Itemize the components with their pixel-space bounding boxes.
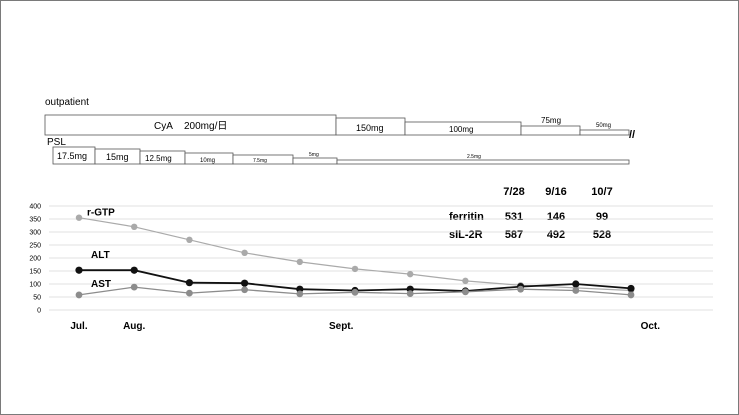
psl-dose-17-5: 17.5mg	[57, 151, 87, 161]
data-point-ast	[406, 290, 414, 298]
lab-row-name-ferritin: ferritin	[449, 211, 484, 223]
x-tick-label: Sept.	[329, 321, 354, 332]
data-point-rgtp	[296, 258, 303, 266]
chart-series	[75, 214, 635, 299]
x-tick-label: Aug.	[123, 321, 145, 332]
psl-dose-5: 5mg	[309, 152, 319, 158]
data-point-ast	[296, 290, 304, 298]
lab-table: 7/28 9/16 10/7 ferritin 531 146 99 sIL-2…	[449, 186, 613, 241]
y-tick-label: 200	[29, 256, 41, 263]
y-tick-label: 350	[29, 217, 41, 224]
data-point-alt	[241, 279, 249, 287]
series-label-rgtp: r-GTP	[87, 208, 115, 219]
data-point-rgtp	[241, 249, 248, 256]
y-axis-ticks: 0 50 100 150 200 250 300 350 400	[29, 204, 41, 315]
data-point-ast	[130, 283, 138, 291]
series-label-alt: ALT	[91, 250, 110, 261]
data-point-alt	[572, 280, 580, 288]
data-point-ast	[462, 288, 469, 296]
psl-dose-12-5: 12.5mg	[145, 154, 172, 163]
data-point-ast	[351, 288, 359, 296]
lab-cell: 492	[547, 229, 565, 241]
y-tick-label: 100	[29, 282, 41, 289]
break-mark: //	[629, 129, 635, 141]
outpatient-label: outpatient	[45, 97, 89, 108]
lab-col-header: 10/7	[591, 186, 612, 198]
lab-cell: 99	[596, 211, 608, 223]
y-tick-label: 50	[33, 295, 41, 302]
data-point-alt	[75, 266, 83, 274]
y-tick-label: 0	[37, 308, 41, 315]
lab-cell: 587	[505, 229, 523, 241]
y-tick-label: 400	[29, 204, 41, 211]
cya-bar-50	[579, 129, 630, 136]
y-tick-label: 300	[29, 230, 41, 237]
data-point-rgtp	[75, 214, 83, 221]
psl-dose-7-5: 7.5mg	[253, 158, 267, 164]
psl-dose-10: 10mg	[200, 158, 215, 164]
data-point-ast	[186, 289, 193, 297]
cya-dose-200: 200mg/日	[184, 121, 227, 132]
psl-bar-5	[292, 157, 338, 165]
psl-dose-2-5: 2.5mg	[467, 154, 481, 160]
lab-cell: 528	[593, 229, 611, 241]
lab-col-header: 7/28	[503, 186, 524, 198]
psl-label: PSL	[47, 137, 66, 148]
cya-label: CyA	[154, 121, 173, 132]
data-point-rgtp	[131, 223, 138, 230]
cya-dose-track: CyA 200mg/日 150mg 100mg 75mg 50mg //	[44, 114, 635, 141]
data-point-rgtp	[407, 270, 414, 278]
lab-cell: 146	[547, 211, 565, 223]
lab-col-header: 9/16	[545, 186, 566, 198]
data-point-ast	[572, 287, 580, 294]
x-tick-label: Oct.	[641, 321, 661, 332]
cya-dose-100: 100mg	[449, 125, 473, 134]
x-axis-ticks: Jul. Aug. Sept. Oct.	[70, 321, 660, 332]
series-label-ast: AST	[91, 279, 111, 290]
data-point-alt	[627, 284, 635, 293]
chart-gridlines	[49, 205, 713, 311]
y-tick-label: 250	[29, 243, 41, 250]
data-point-ast	[241, 286, 249, 294]
data-point-alt	[185, 279, 193, 287]
data-point-rgtp	[186, 236, 193, 243]
x-tick-label: Jul.	[70, 321, 87, 332]
cya-dose-75: 75mg	[541, 116, 561, 125]
cya-bar-75	[520, 125, 581, 136]
data-point-ast	[517, 285, 524, 293]
y-tick-label: 150	[29, 269, 41, 276]
cya-dose-50: 50mg	[596, 123, 611, 129]
psl-bar-2-5	[336, 159, 630, 165]
data-point-ast	[75, 291, 83, 299]
psl-dose-track: PSL 17.5mg 15mg 12.5mg 10mg 7.5mg 5mg 2.…	[47, 137, 630, 165]
series-labels: r-GTP ALT AST	[87, 208, 115, 290]
data-point-rgtp	[462, 277, 469, 285]
psl-dose-15: 15mg	[106, 152, 129, 162]
data-point-rgtp	[351, 265, 359, 273]
lab-cell: 531	[505, 211, 523, 223]
data-point-ast	[627, 291, 635, 299]
data-point-alt	[130, 266, 138, 274]
cya-dose-150: 150mg	[356, 123, 384, 133]
lab-row-name-sil2r: sIL-2R	[449, 229, 483, 241]
